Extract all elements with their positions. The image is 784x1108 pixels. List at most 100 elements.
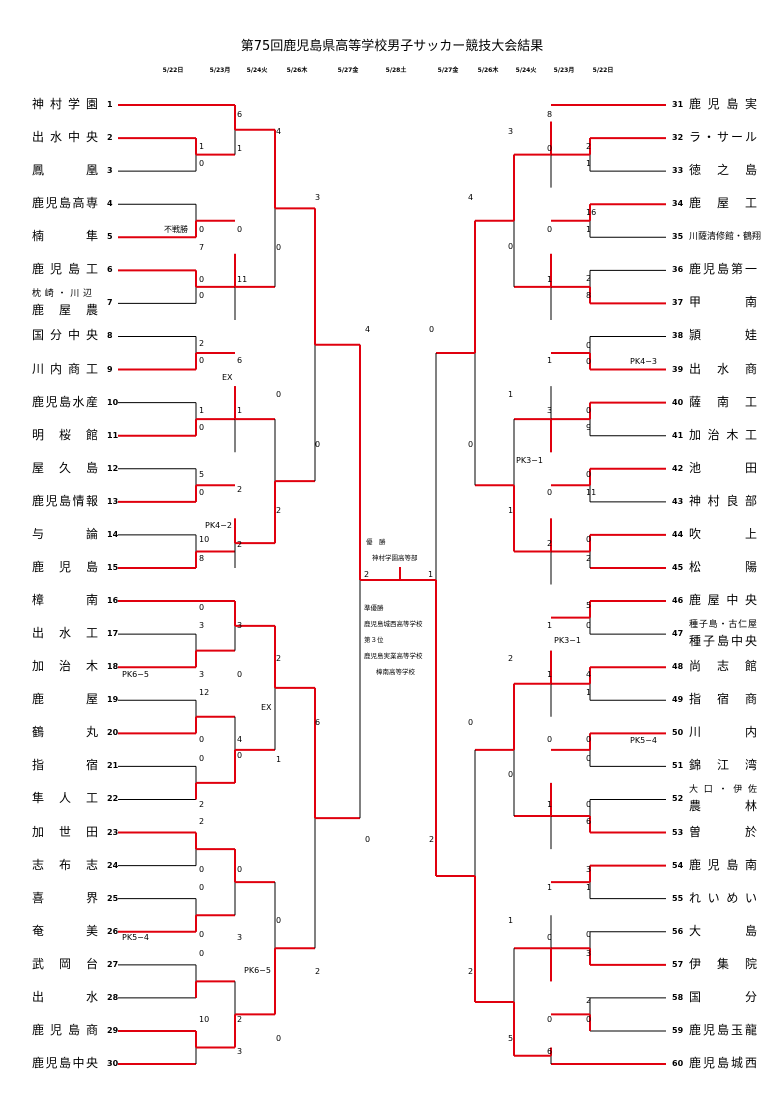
score: 0 (199, 275, 205, 284)
date-label: 5/24火 (246, 67, 268, 74)
score: 1 (586, 225, 592, 234)
score: 12 (199, 688, 210, 697)
team-number: 45 (672, 562, 684, 572)
team-name: 松陽 (689, 559, 757, 574)
team-name: 楠隼 (32, 229, 98, 244)
team-number: 24 (107, 860, 119, 870)
team-name: ラ・サール (689, 130, 757, 145)
score: 0 (237, 225, 243, 234)
score: 3 (508, 127, 514, 136)
score: 0 (199, 865, 205, 874)
team-number: 13 (107, 496, 119, 506)
score: 0 (508, 770, 514, 779)
score: 2 (237, 540, 243, 549)
team-number: 30 (107, 1059, 119, 1069)
score: 3 (237, 1047, 243, 1056)
score: 6 (315, 718, 321, 727)
score: 2 (468, 967, 474, 976)
team-name: 出水中央 (32, 130, 98, 145)
team-number: 39 (672, 364, 684, 374)
team-name: 錦江湾 (689, 758, 757, 773)
final-score-right: 1 (428, 570, 434, 579)
team-name: 大島 (689, 923, 757, 938)
score: 10 (199, 535, 210, 544)
score: 2 (276, 506, 282, 515)
score: 1 (199, 142, 205, 151)
team-number: 26 (107, 926, 119, 936)
team-number: 53 (672, 827, 684, 837)
team-name: 鹿児島工 (32, 262, 98, 277)
team-number: 29 (107, 1025, 119, 1035)
score: 3 (237, 621, 243, 630)
team-name: 鹿児島情報 (32, 493, 98, 508)
team-number: 34 (672, 199, 684, 209)
team-name: 出水 (32, 989, 98, 1004)
score: 0 (429, 325, 435, 334)
score: 0 (199, 754, 205, 763)
team-number: 19 (107, 695, 119, 705)
score: 0 (199, 356, 205, 365)
champion-name: 神村学園高等部 (372, 554, 418, 562)
score: 0 (547, 225, 553, 234)
score: 0 (199, 423, 205, 432)
score: 3 (547, 406, 553, 415)
team-number: 21 (107, 761, 119, 771)
team-name: 樟南 (32, 593, 98, 608)
score: 2 (586, 554, 592, 563)
third-name: 鹿児島実業高等学校 (364, 652, 423, 660)
score: 2 (199, 800, 205, 809)
score: 1 (199, 406, 205, 415)
score: 0 (547, 1015, 553, 1024)
team-number: 33 (672, 166, 684, 176)
score: 1 (547, 275, 553, 284)
score: 0 (468, 718, 474, 727)
team-name: 鹿屋中央 (689, 593, 757, 608)
team-number: 37 (672, 298, 684, 308)
score: 0 (237, 751, 243, 760)
team-number: 18 (107, 662, 119, 672)
score: 2 (586, 274, 592, 283)
score: 0 (586, 341, 592, 350)
score: 1 (508, 506, 514, 515)
team-number: 40 (672, 397, 684, 407)
score: 0 (199, 291, 205, 300)
team-name: 種子島中央 (689, 634, 757, 649)
team-name: 加治木 (32, 659, 98, 674)
score: 3 (586, 949, 592, 958)
score: 4 (276, 127, 282, 136)
score: 0 (199, 930, 205, 939)
score: 1 (586, 883, 592, 892)
team-number: 2 (107, 133, 113, 143)
team-number: 46 (672, 596, 684, 606)
team-name: 鳳凰 (32, 163, 98, 178)
team-name: 鹿児島商 (32, 1022, 98, 1037)
team-number: 50 (672, 728, 684, 738)
pk-note: PK5−4 (122, 933, 149, 942)
date-label: 5/27金 (337, 67, 359, 74)
team-number: 6 (107, 265, 113, 275)
team-name: 与論 (32, 526, 98, 541)
team-name: 指宿 (32, 758, 98, 773)
team-name: 国分中央 (32, 328, 98, 343)
score: 11 (237, 275, 248, 284)
team-name: 加治木工 (689, 427, 757, 442)
team-name: 吹上 (689, 526, 757, 541)
team-number: 35 (672, 232, 684, 242)
team-name: 出水工 (32, 626, 98, 641)
team-number: 9 (107, 364, 113, 374)
score: 1 (547, 621, 553, 630)
team-number: 25 (107, 893, 119, 903)
score: 0 (586, 1015, 592, 1024)
pk-note: PK3−1 (554, 636, 581, 645)
third-label: 第３位 (364, 636, 384, 644)
team-name: 川内 (689, 725, 757, 740)
score: 1 (586, 159, 592, 168)
score: 2 (547, 539, 553, 548)
default-win-note: 不戦勝 (164, 225, 188, 234)
runner-up-name: 鹿児島城西高等学校 (364, 620, 423, 628)
score: 0 (199, 949, 205, 958)
date-label: 5/23月 (553, 67, 575, 74)
team-name: 鹿児島中央 (32, 1056, 98, 1071)
team-number: 17 (107, 629, 119, 639)
score: 11 (586, 488, 597, 497)
